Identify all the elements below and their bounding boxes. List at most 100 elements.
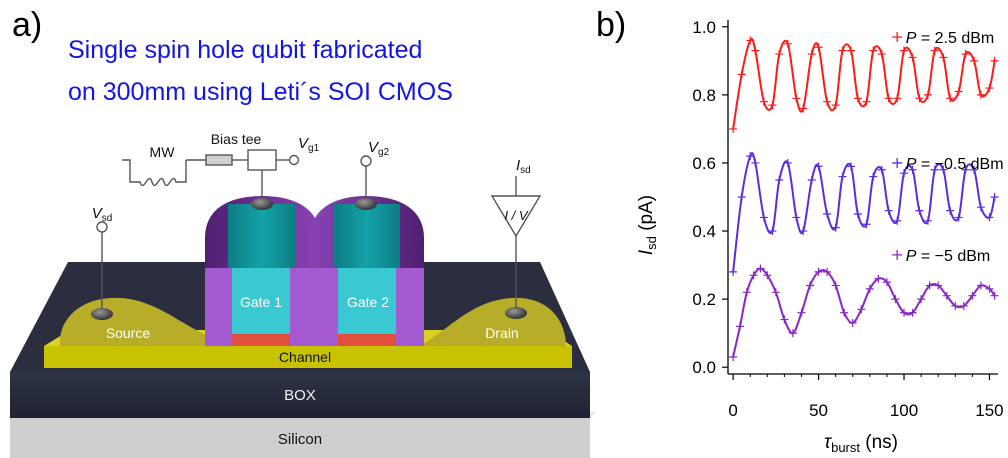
source-region: Source (59, 297, 221, 346)
data-point (925, 281, 934, 290)
data-point (970, 56, 979, 65)
data-point (908, 53, 917, 62)
x-tick-label: 0 (728, 401, 737, 420)
data-point (788, 329, 797, 338)
data-point (768, 227, 777, 236)
legend-marker-3 (892, 249, 903, 260)
channel-label: Channel (279, 349, 331, 365)
data-point (946, 94, 955, 103)
data-point (939, 165, 948, 174)
data-point (862, 97, 871, 106)
series-3-fit-line (732, 267, 996, 358)
series-1-fit-line (732, 37, 996, 130)
data-point (831, 281, 840, 290)
data-point (792, 213, 801, 222)
gate-2-contact-icon (355, 198, 377, 210)
data-point (838, 172, 847, 181)
data-point (814, 267, 823, 276)
y-tick-label: 0.8 (692, 86, 716, 105)
panel-b-label: b) (596, 6, 627, 44)
legend-label-2: P = −0.5 dBm (906, 156, 1004, 173)
data-point (917, 295, 926, 304)
data-point (847, 46, 856, 55)
data-point (853, 210, 862, 219)
data-point (857, 305, 866, 314)
data-point (900, 46, 909, 55)
data-point (893, 216, 902, 225)
data-point (959, 301, 968, 310)
data-point (877, 50, 886, 59)
data-point (869, 46, 878, 55)
drain-contact-icon (505, 307, 527, 319)
figure-title-line-2: on 300mm using Leti´s SOI CMOS (68, 78, 453, 106)
data-point (831, 101, 840, 110)
data-point (862, 220, 871, 229)
data-point (751, 158, 760, 167)
data-point (780, 315, 789, 324)
data-point (797, 308, 806, 317)
data-point (970, 165, 979, 174)
figure-title-line-1: Single spin hole qubit fabricated (68, 36, 423, 64)
y-tick-label: 0.6 (692, 154, 716, 173)
data-point (806, 281, 815, 290)
y-tick-label: 1.0 (692, 18, 716, 37)
y-tick-label: 0.0 (692, 358, 716, 377)
data-point (807, 175, 816, 184)
data-point (930, 165, 939, 174)
legend-label-1: P = 2.5 dBm (906, 30, 995, 47)
chart-series (729, 36, 999, 361)
x-tick-label: 150 (975, 401, 1003, 420)
data-point (934, 281, 943, 290)
data-point (759, 213, 768, 222)
data-point (840, 308, 849, 317)
vg1-label: Vg1 (298, 135, 320, 154)
data-point (891, 295, 900, 304)
data-point (884, 206, 893, 215)
data-point (951, 301, 960, 310)
data-point (976, 203, 985, 212)
data-point (968, 291, 977, 300)
box-label: BOX (284, 387, 316, 404)
panel-a-label: a) (12, 6, 43, 44)
gate-1: Gate 1 (205, 196, 320, 346)
data-point (823, 267, 832, 276)
data-point (831, 223, 840, 232)
gate-1-contact-icon (251, 198, 273, 210)
data-point (874, 274, 883, 283)
silicon-layer: Silicon (10, 412, 596, 458)
x-tick-label: 50 (809, 401, 828, 420)
legend-marker-1 (892, 32, 903, 43)
data-point (814, 43, 823, 52)
data-point (915, 206, 924, 215)
data-point (990, 56, 999, 65)
isd-label: Isd (516, 157, 531, 176)
data-point (823, 97, 832, 106)
data-point (742, 288, 751, 297)
data-point (908, 165, 917, 174)
data-point (749, 271, 758, 280)
bias-tee-circuit (122, 149, 300, 199)
chart-legend: P = 2.5 dBm P = −0.5 dBm P = −5 dBm (892, 30, 1004, 265)
data-point (771, 288, 780, 297)
legend-label-3: P = −5 dBm (906, 248, 991, 265)
data-point (746, 152, 755, 161)
data-point (985, 284, 994, 293)
data-point (737, 193, 746, 201)
data-point (814, 162, 823, 171)
data-point (775, 175, 784, 184)
iv-label: I / V (504, 208, 528, 223)
series-2 (729, 152, 999, 276)
data-point (961, 165, 970, 174)
data-point (893, 94, 902, 103)
data-point (783, 39, 792, 48)
source-contact-icon (91, 308, 113, 320)
vg2-terminal (360, 155, 372, 199)
gate-2-label: Gate 2 (347, 294, 389, 310)
data-point (946, 206, 955, 215)
data-point (746, 36, 755, 45)
data-point (768, 101, 777, 110)
data-point (954, 213, 963, 222)
data-point (759, 97, 768, 106)
data-point (737, 70, 746, 79)
